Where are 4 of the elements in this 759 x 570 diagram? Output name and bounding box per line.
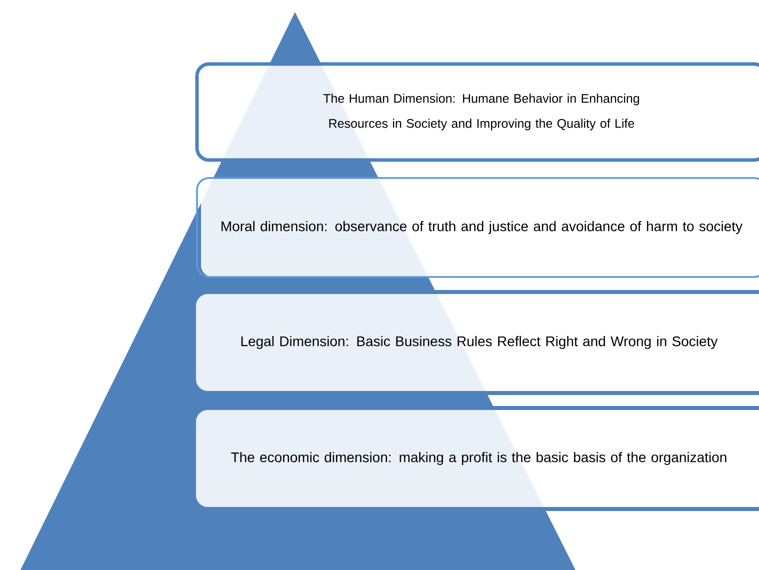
dimension-box: Moral dimension: observance of truth and justice and avoidance of harm to society [196, 177, 759, 278]
dimension-box: The Human Dimension: Humane Behavior in Enhancing Resources in Society and Improving the Quality of Life [195, 62, 759, 162]
dimension-box: Legal Dimension: Basic Business Rules Reflect Right and Wrong in Society [196, 290, 759, 395]
dimension-box: The economic dimension: making a profit is the basic basis of the organization [196, 406, 759, 511]
